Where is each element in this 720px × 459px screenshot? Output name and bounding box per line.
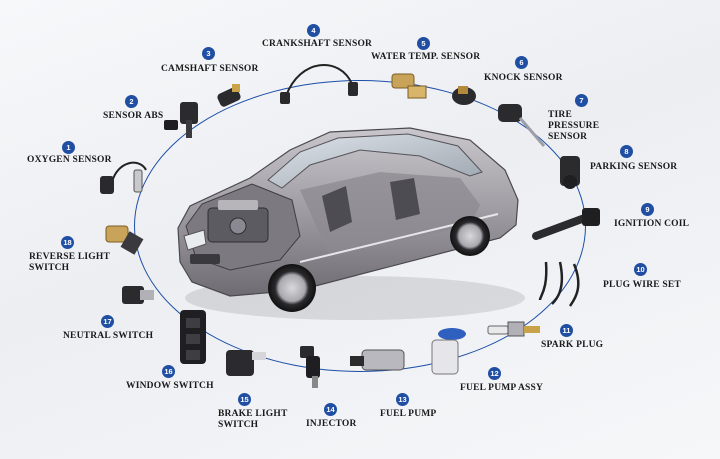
part-number-badge: 16 [162,365,175,378]
front-wheel [268,264,316,312]
part-label-window-switch: WINDOW SWITCH [126,381,214,391]
part-label-brake-light-switch: BRAKE LIGHT SWITCH [218,409,288,430]
part-label-neutral-switch: NEUTRAL SWITCH [63,331,154,341]
part-number-badge: 3 [202,47,215,60]
rear-wheel [450,216,490,256]
part-thumbnail-fuel-pump [350,349,405,371]
part-thumbnail-parking-sensor [560,156,580,189]
part-thumbnail-tire-pressure-sensor [498,104,546,147]
part-thumbnail-camshaft-sensor [217,84,241,107]
part-label-spark-plug: SPARK PLUG [541,340,604,350]
part-label-water-temp-sensor: WATER TEMP. SENSOR [371,52,481,62]
part-thumbnail-sensor-abs [164,102,198,138]
part-thumbnail-crankshaft-sensor [280,63,358,104]
part-thumbnail-brake-light-switch [226,350,266,376]
car-body [177,127,519,297]
part-number-badge: 10 [634,263,647,276]
part-label-sensor-abs: SENSOR ABS [103,111,164,121]
part-number-badge: 1 [62,141,75,154]
part-number-badge: 14 [324,403,337,416]
part-number-badge: 15 [238,393,251,406]
part-thumbnail-reverse-light-switch [105,225,144,255]
part-thumbnail-spark-plug [487,321,540,337]
part-label-camshaft-sensor: CAMSHAFT SENSOR [161,64,259,74]
part-label-injector: INJECTOR [306,419,357,429]
part-label-knock-sensor: KNOCK SENSOR [484,73,563,83]
part-thumbnail-water-temp-sensor [391,73,427,99]
part-label-tire-pressure-sensor: TIRE PRESSURE SENSOR [548,110,600,142]
part-thumbnail-ignition-coil [532,208,600,240]
part-label-plug-wire-set: PLUG WIRE SET [603,280,681,290]
part-number-badge: 11 [560,324,573,337]
part-thumbnail-injector [300,346,320,388]
part-number-badge: 6 [515,56,528,69]
part-number-badge: 12 [488,367,501,380]
part-thumbnail-knock-sensor [452,86,476,105]
part-thumbnail-oxygen-sensor [100,161,147,194]
part-thumbnail-plug-wire-set [538,261,580,307]
part-number-badge: 13 [396,393,409,406]
part-label-oxygen-sensor: OXYGEN SENSOR [27,155,112,165]
part-number-badge: 17 [101,315,114,328]
part-label-parking-sensor: PARKING SENSOR [590,162,678,172]
part-number-badge: 5 [417,37,430,50]
part-number-badge: 18 [61,236,74,249]
part-number-badge: 9 [641,203,654,216]
part-label-ignition-coil: IGNITION COIL [614,219,690,229]
part-label-crankshaft-sensor: CRANKSHAFT SENSOR [262,39,373,49]
part-number-badge: 8 [620,145,633,158]
part-number-badge: 7 [575,94,588,107]
part-number-badge: 4 [307,24,320,37]
part-number-badge: 2 [125,95,138,108]
part-thumbnail-neutral-switch [122,286,154,304]
part-label-fuel-pump-assy: FUEL PUMP ASSY [460,383,544,393]
part-thumbnail-fuel-pump-assy [431,328,466,375]
part-label-fuel-pump: FUEL PUMP [380,409,437,419]
part-label-reverse-light-switch: REVERSE LIGHT SWITCH [29,252,110,273]
part-thumbnail-window-switch [180,310,206,364]
